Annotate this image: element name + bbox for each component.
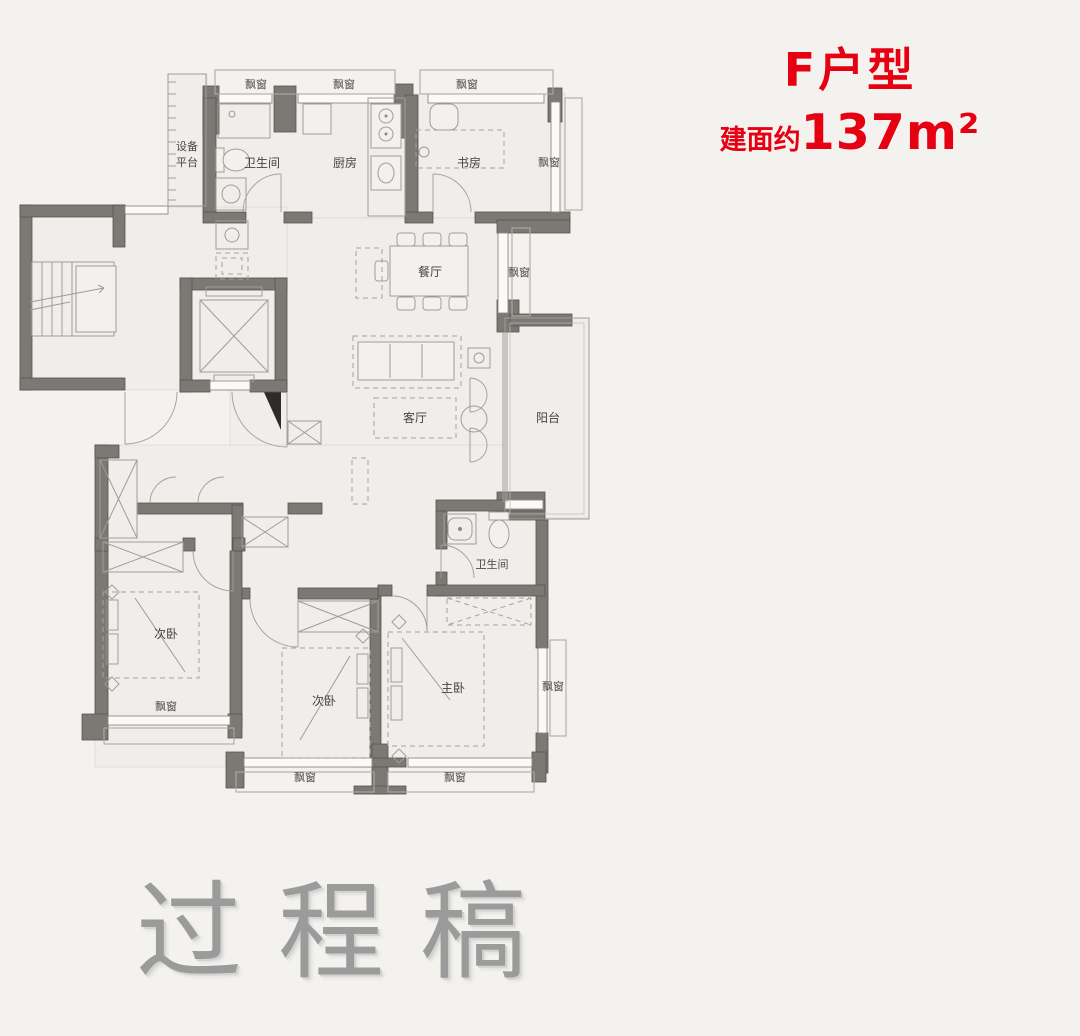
unit-name: F户型 [783, 43, 917, 97]
elevator [179, 277, 288, 393]
bay-window-labels: 飘窗 飘窗 飘窗 飘窗 飘窗 飘窗 飘窗 飘窗 飘窗 [155, 77, 564, 784]
area-value: 137m² [800, 104, 981, 162]
bay-label-top-3: 飘窗 [456, 77, 478, 91]
bay-label-bottom-1: 飘窗 [294, 770, 316, 784]
unit-area: 建面约137m² [700, 104, 1000, 161]
windows [107, 93, 561, 768]
bay-label-dining-right: 飘窗 [508, 265, 530, 279]
fixtures [215, 97, 510, 549]
stairs [19, 204, 169, 391]
room-labels: 设备 平台 卫生间 厨房 书房 餐厅 客厅 阳台 卫生间 次卧 次卧 主卧 [154, 139, 560, 708]
label-study: 书房 [457, 155, 481, 170]
title-block: F户型 建面约137m² [700, 43, 1000, 162]
bay-label-master-right: 飘窗 [542, 679, 564, 693]
label-kitchen: 厨房 [333, 155, 357, 170]
area-prefix: 建面约 [719, 125, 801, 157]
bay-label-top-2: 飘窗 [333, 77, 355, 91]
bay-windows [103, 69, 583, 793]
label-bedroom-left: 次卧 [154, 627, 178, 641]
equipment-platform [167, 73, 207, 207]
label-master-bedroom: 主卧 [441, 681, 465, 695]
doors [124, 173, 475, 648]
furniture [99, 232, 532, 764]
label-balcony: 阳台 [536, 410, 560, 425]
label-bedroom-middle: 次卧 [312, 694, 336, 708]
bay-label-bedroom-left: 飘窗 [155, 699, 177, 713]
label-equipment-platform-1: 设备 [176, 139, 198, 153]
label-bathroom-top: 卫生间 [244, 156, 280, 170]
bay-label-top-1: 飘窗 [245, 77, 267, 91]
bay-label-study-right: 飘窗 [538, 155, 560, 169]
label-equipment-platform-2: 平台 [176, 155, 198, 169]
bay-label-bottom-2: 飘窗 [444, 770, 466, 784]
watermark-text: 过程稿 [136, 871, 563, 994]
balcony-rails [502, 317, 590, 520]
label-living: 客厅 [403, 410, 427, 425]
label-bathroom-bottom: 卫生间 [476, 557, 509, 571]
label-dining: 餐厅 [418, 264, 442, 279]
